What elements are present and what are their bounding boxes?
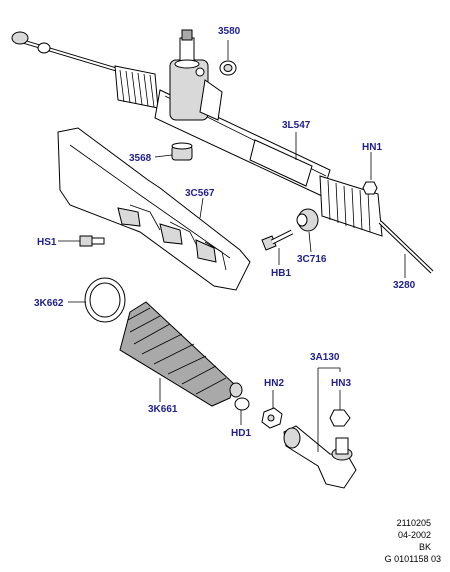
label-hd1: HD1 bbox=[231, 428, 251, 439]
part-hd1-clip bbox=[234, 397, 250, 411]
footer-date: 04-2002 bbox=[397, 530, 431, 540]
part-hn1-nut bbox=[362, 181, 378, 195]
label-3c716: 3C716 bbox=[297, 254, 327, 265]
part-hb1-bolt bbox=[261, 229, 294, 251]
part-3c567-heat-shield bbox=[57, 127, 251, 291]
label-3a130: 3A130 bbox=[310, 352, 340, 363]
footer-code-1: 2110205 bbox=[396, 518, 431, 528]
part-3c716-bush bbox=[296, 208, 319, 232]
part-hn2-nut bbox=[261, 407, 283, 429]
label-hs1: HS1 bbox=[37, 237, 57, 248]
label-hn1: HN1 bbox=[362, 142, 382, 153]
footer-reference: G 0101158 03 bbox=[384, 554, 441, 564]
footer-code-2: BK bbox=[418, 542, 431, 552]
part-3k662-clip bbox=[84, 277, 126, 323]
part-3580-seal bbox=[219, 60, 237, 76]
part-hs1-bolt bbox=[79, 235, 105, 247]
label-3568: 3568 bbox=[129, 153, 152, 164]
part-3a130-tie-rod-end bbox=[283, 425, 357, 489]
label-3280: 3280 bbox=[393, 280, 416, 291]
label-3580: 3580 bbox=[218, 26, 241, 37]
label-hn3: HN3 bbox=[331, 378, 351, 389]
label-3l547: 3L547 bbox=[282, 120, 311, 131]
leader-lines bbox=[58, 40, 406, 452]
left-rack-boot bbox=[114, 65, 159, 109]
label-3c567: 3C567 bbox=[185, 188, 215, 199]
label-3k662: 3K662 bbox=[34, 298, 64, 309]
label-hn2: HN2 bbox=[264, 378, 284, 389]
part-hn3-nut bbox=[329, 409, 351, 427]
pinion-housing bbox=[169, 29, 223, 121]
label-3k661: 3K661 bbox=[148, 404, 178, 415]
part-3568-bush bbox=[171, 142, 193, 161]
label-hb1: HB1 bbox=[271, 268, 291, 279]
part-3k661-boot bbox=[119, 301, 243, 407]
